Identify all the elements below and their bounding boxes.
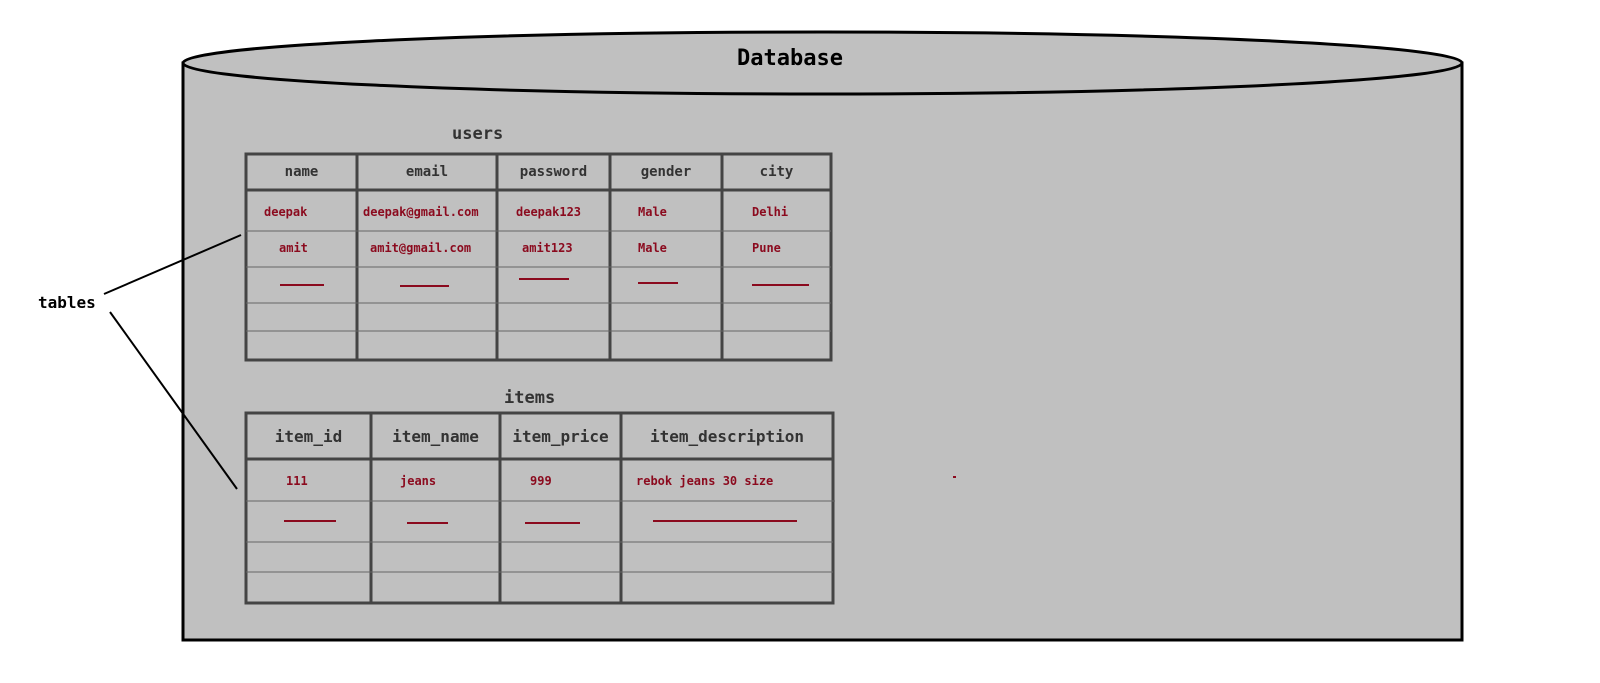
users-placeholder-dash-gender bbox=[638, 282, 678, 284]
users-cell-password-0: deepak123 bbox=[516, 205, 582, 219]
items-cell-item-name-0: jeans bbox=[400, 474, 437, 488]
users-cell-city-0: Delhi bbox=[752, 205, 789, 219]
items-header-item-price: item_price bbox=[512, 427, 609, 446]
users-placeholder-dash-city bbox=[752, 284, 809, 286]
users-header-gender: gender bbox=[640, 164, 692, 180]
database-cylinder-top bbox=[181, 30, 1464, 96]
database-cylinder-body bbox=[181, 61, 1464, 642]
users-header-password: password bbox=[519, 164, 588, 180]
items-header-item-name: item_name bbox=[392, 427, 479, 446]
users-cell-email-0: deepak@gmail.com bbox=[363, 205, 479, 219]
users-cell-name-0: deepak bbox=[264, 205, 308, 219]
items-table-grid bbox=[244, 411, 835, 605]
items-placeholder-dash-item-description bbox=[653, 520, 797, 522]
users-cell-email-1: amit@gmail.com bbox=[370, 241, 472, 255]
items-table-title: items bbox=[504, 388, 556, 408]
users-cell-password-1: amit123 bbox=[522, 241, 573, 255]
users-header-city: city bbox=[759, 164, 794, 180]
users-cell-name-1: amit bbox=[279, 241, 308, 255]
items-header-item-description: item_description bbox=[649, 427, 805, 446]
items-cell-item-id-0: 111 bbox=[286, 474, 308, 488]
callout-line-users bbox=[103, 234, 242, 295]
users-header-name: name bbox=[284, 164, 319, 180]
users-cell-gender-0: Male bbox=[638, 205, 667, 219]
items-header-item-id: item_id bbox=[274, 427, 343, 446]
stray-dot bbox=[953, 476, 956, 478]
items-placeholder-dash-item-price bbox=[525, 522, 580, 524]
items-placeholder-dash-item-name bbox=[407, 522, 448, 524]
users-placeholder-dash-password bbox=[519, 278, 569, 280]
callout-line-items bbox=[109, 311, 238, 490]
users-table-title: users bbox=[452, 124, 504, 144]
tables-callout-label: tables bbox=[38, 293, 96, 312]
items-cell-item-description-0: rebok jeans 30 size bbox=[636, 474, 774, 488]
items-placeholder-dash-item-id bbox=[284, 520, 336, 522]
items-cell-item-price-0: 999 bbox=[530, 474, 552, 488]
users-placeholder-dash-name bbox=[280, 284, 324, 286]
users-cell-gender-1: Male bbox=[638, 241, 667, 255]
users-placeholder-dash-email bbox=[400, 285, 449, 287]
users-header-email: email bbox=[405, 164, 449, 180]
users-cell-city-1: Pune bbox=[752, 241, 781, 255]
database-label: Database bbox=[737, 46, 843, 71]
users-table-grid bbox=[244, 152, 833, 362]
